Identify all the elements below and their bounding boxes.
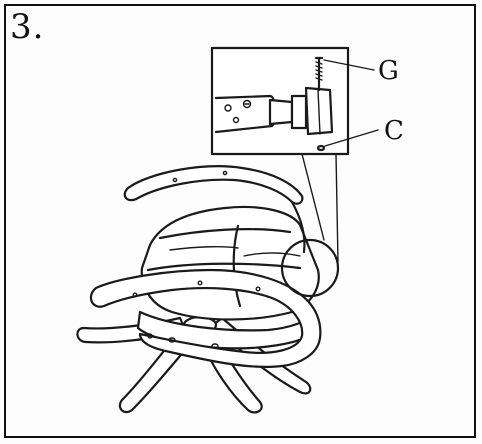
callout-label-g: G [378,56,399,86]
step-number: 3. [10,7,45,47]
detail-inset [210,46,379,156]
rear-armrest [123,165,306,254]
step-frame [4,4,476,438]
zoom-leader-lines [301,153,339,263]
chair-seat [136,205,320,350]
zoom-circle [280,238,340,298]
callout-label-c: C [384,116,404,146]
